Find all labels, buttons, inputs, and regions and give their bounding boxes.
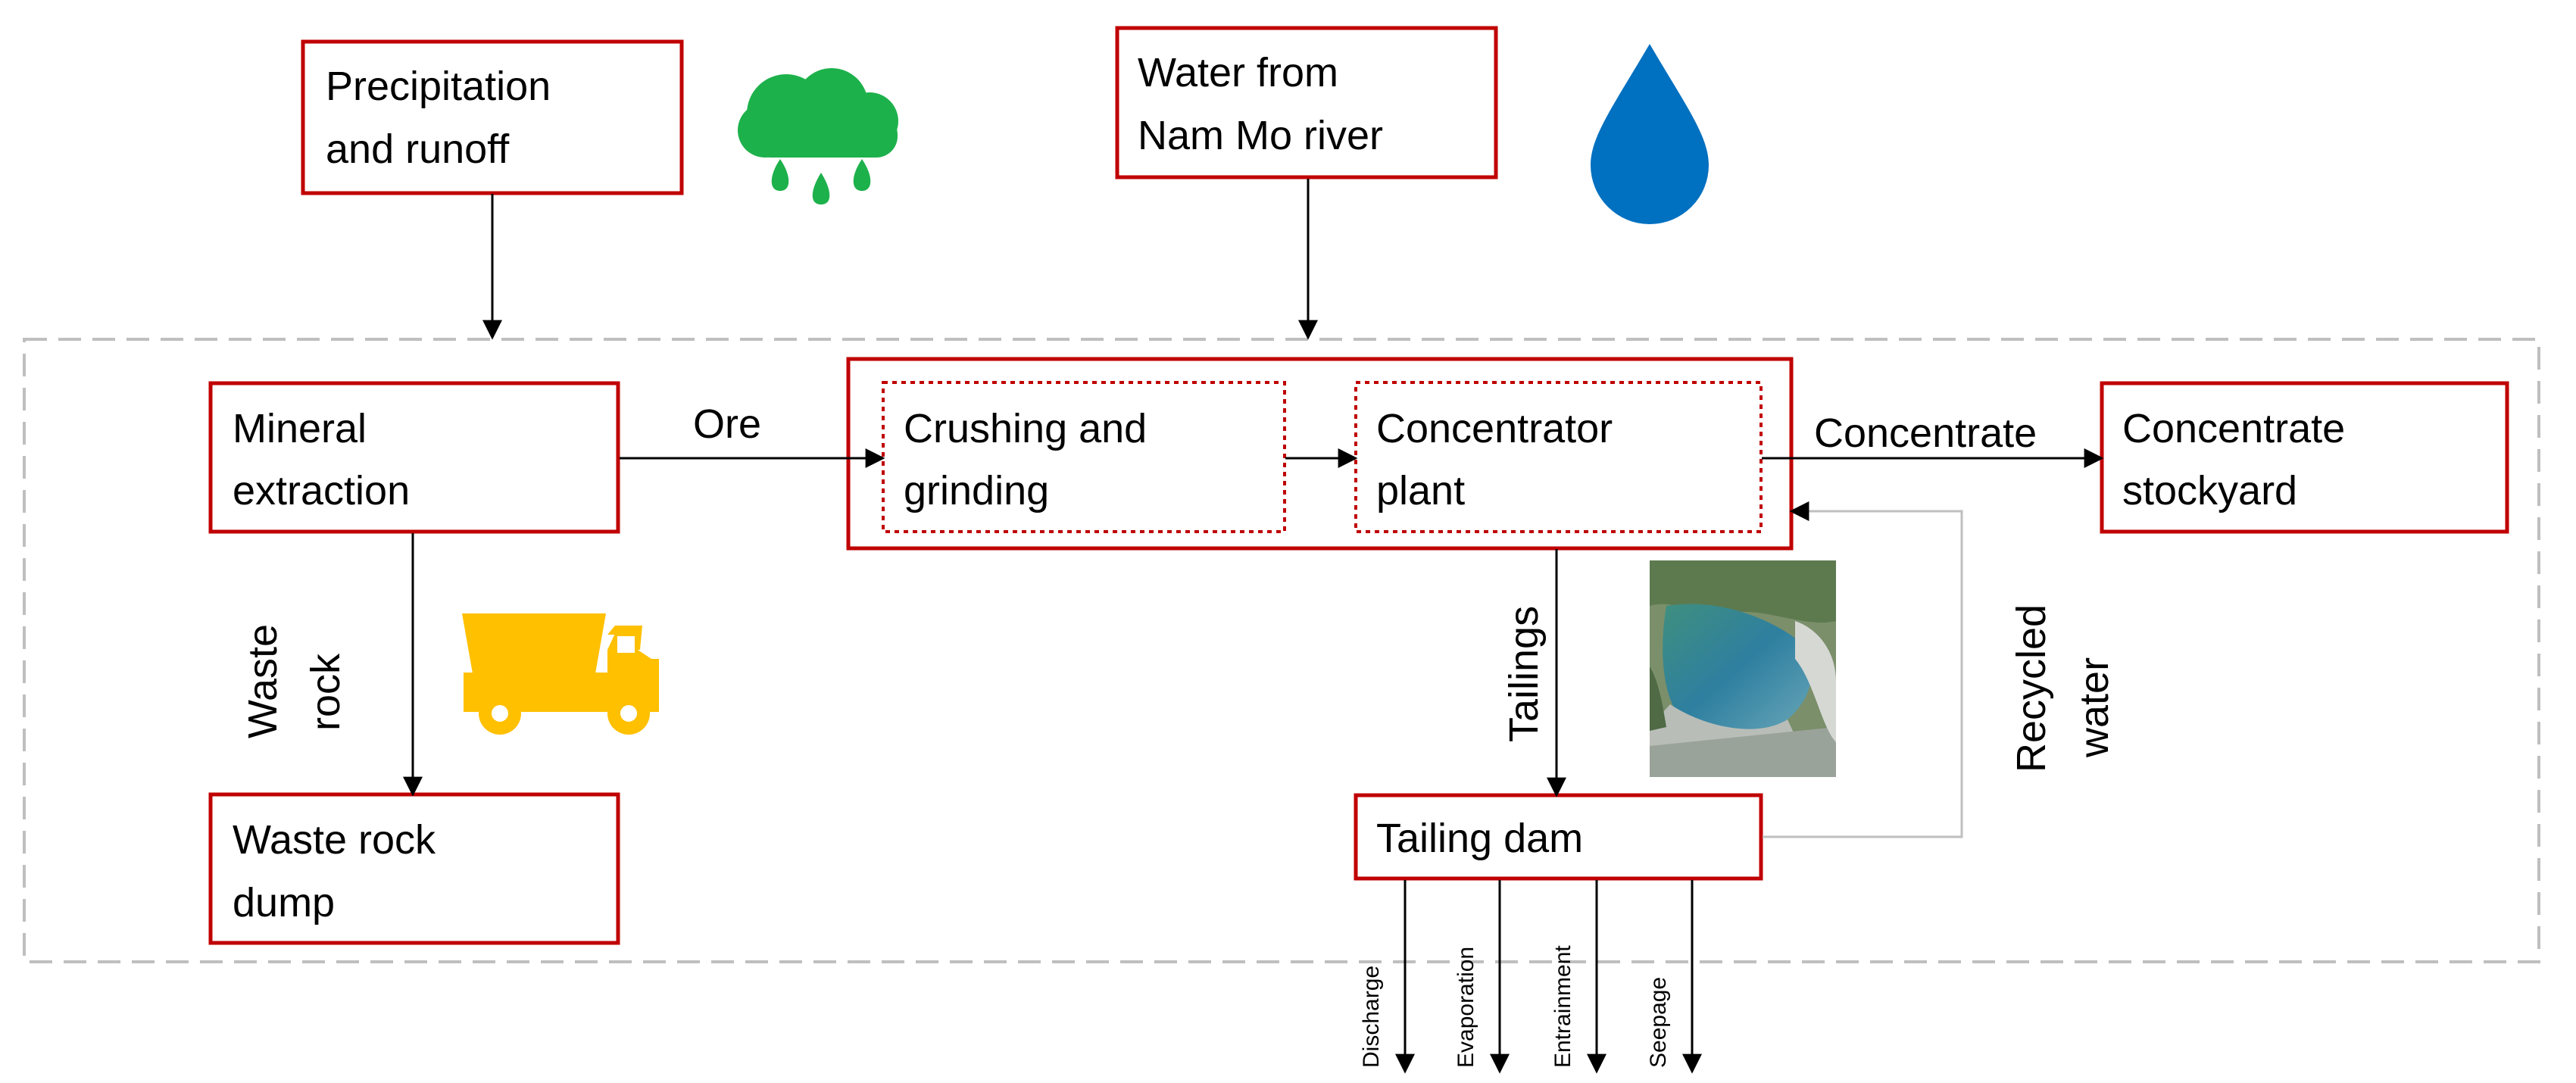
seepage-label: Seepage [1646, 977, 1671, 1068]
waste-dump-label-line1: Waste rock [233, 817, 436, 863]
tailing-outflows: Discharge Evaporation Entrainment Seepag… [1359, 880, 1702, 1074]
rain-cloud-icon [738, 68, 898, 204]
river-water-box: Water from Nam Mo river [1115, 26, 1498, 179]
tailings-aerial-photo [1650, 560, 1836, 777]
precipitation-label-line1: Precipitation [326, 64, 551, 109]
concentrator-plant-box: Concentrator plant [1354, 381, 1763, 533]
concentrator-label-line2: plant [1376, 468, 1465, 513]
mineral-extraction-box: Mineral extraction [208, 381, 620, 534]
waste-rock-dump-box: Waste rock dump [208, 792, 620, 945]
waste-dump-label-line2: dump [233, 880, 335, 925]
precipitation-label-line2: and runoff [326, 126, 510, 172]
precipitation-box: Precipitation and runoff [301, 39, 684, 195]
recycled-water-label-line2: water [2072, 657, 2117, 758]
entrainment-label: Entrainment [1550, 945, 1575, 1068]
mineral-extraction-label-line1: Mineral [233, 406, 367, 451]
recycled-water-flow-label: Recycled water [2009, 604, 2117, 772]
tailing-dam-box: Tailing dam [1354, 793, 1763, 881]
tailings-flow-label: Tailings [1501, 606, 1547, 742]
evaporation-label: Evaporation [1453, 947, 1478, 1068]
recycled-water-label-line1: Recycled [2009, 604, 2054, 772]
river-water-label-line2: Nam Mo river [1138, 113, 1383, 158]
tailings-label: Tailings [1501, 606, 1547, 742]
concentrate-flow-label: Concentrate [1814, 410, 2037, 456]
waste-rock-label-line1: Waste [240, 624, 286, 738]
water-drop-icon [1591, 44, 1709, 224]
discharge-label: Discharge [1359, 966, 1384, 1068]
crushing-label-line1: Crushing and [904, 406, 1147, 451]
concentrator-label-line1: Concentrator [1376, 406, 1613, 451]
tailing-dam-label: Tailing dam [1376, 816, 1583, 861]
stockyard-label-line1: Concentrate [2122, 406, 2345, 451]
ore-label: Ore [693, 401, 761, 447]
mineral-extraction-label-line2: extraction [233, 468, 410, 513]
river-water-label-line1: Water from [1138, 50, 1338, 95]
arrow-recycled-water [1763, 501, 1963, 838]
concentrate-stockyard-box: Concentrate stockyard [2100, 381, 2509, 534]
waste-rock-label-line2: rock [303, 653, 348, 731]
stockyard-label-line2: stockyard [2122, 468, 2297, 513]
dump-truck-icon [462, 613, 659, 735]
waste-rock-flow-label: Waste rock [240, 624, 348, 738]
crushing-label-line2: grinding [904, 468, 1049, 513]
crushing-grinding-box: Crushing and grinding [882, 381, 1286, 533]
